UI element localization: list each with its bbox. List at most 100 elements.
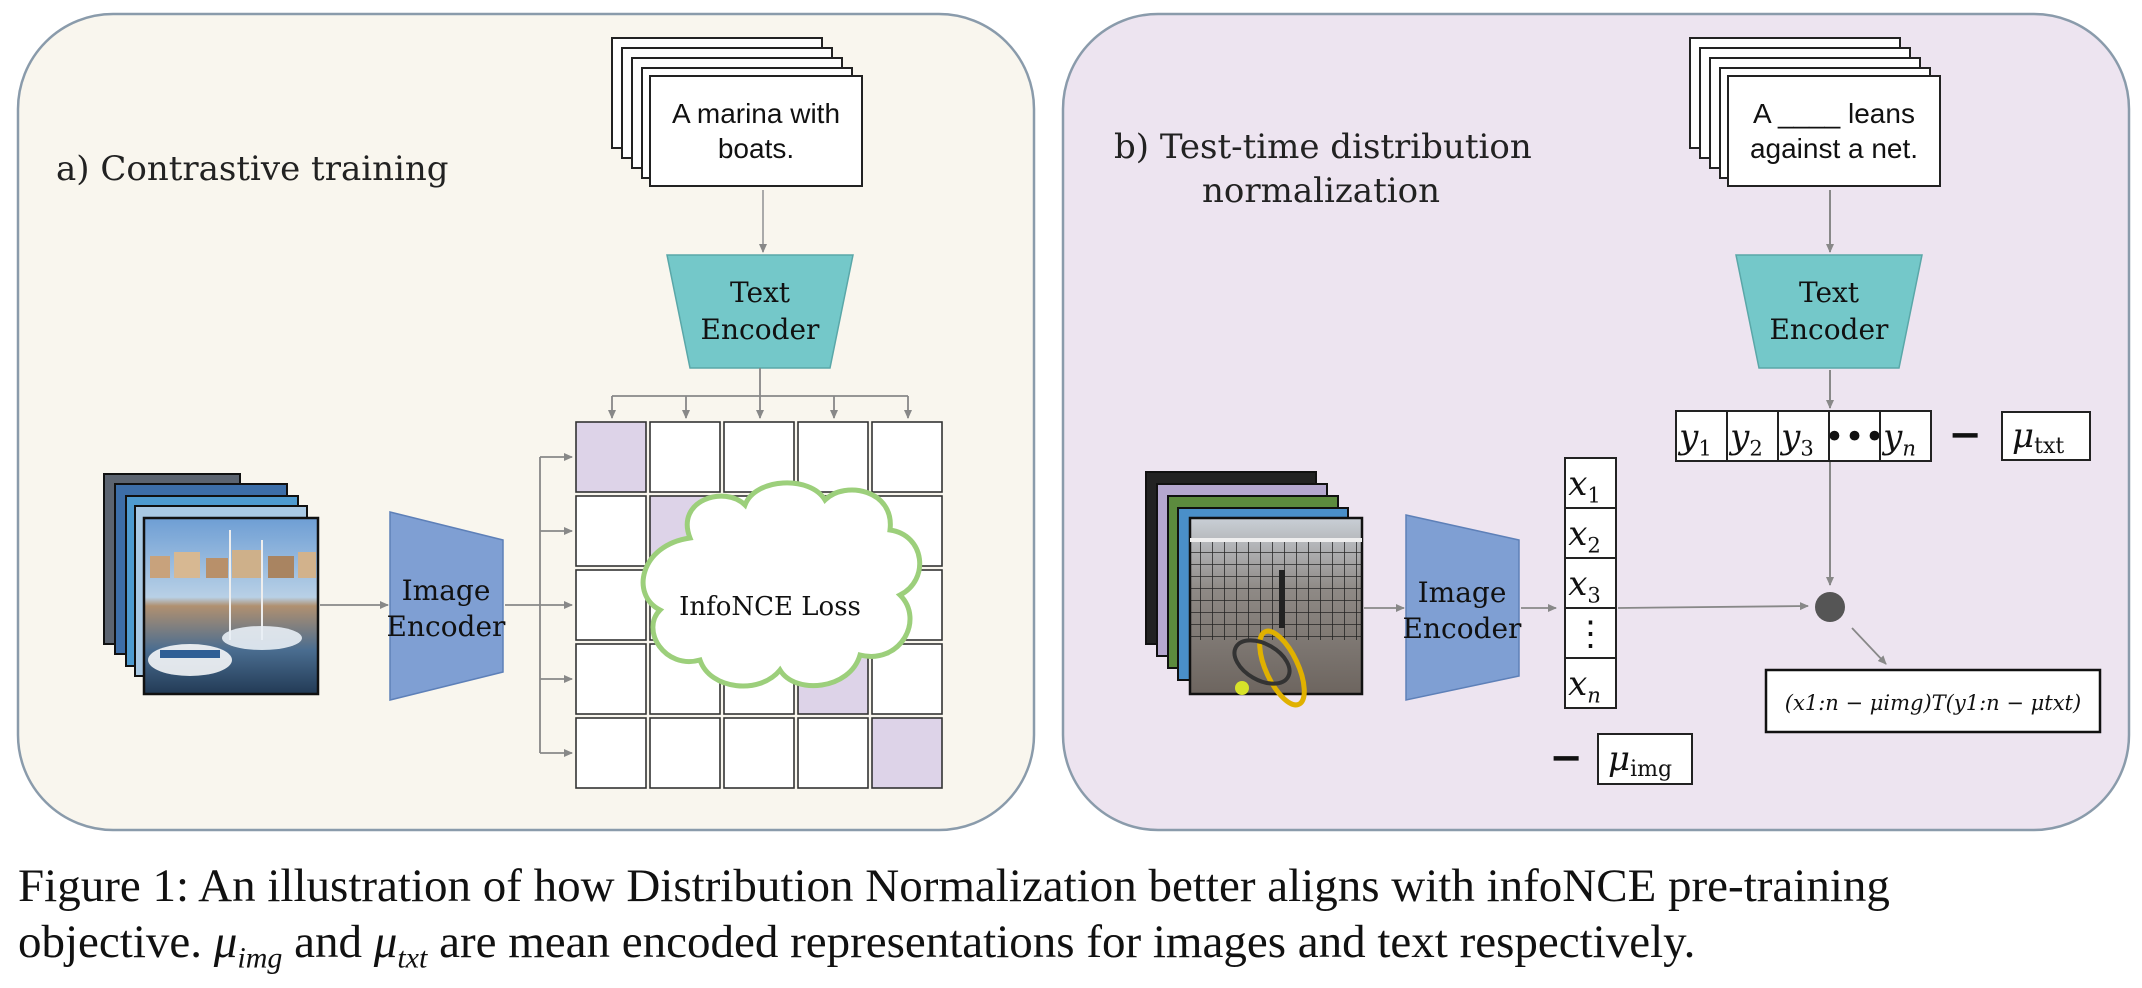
text-encoder-a-label-1: Text — [730, 276, 791, 309]
grid-cell — [871, 421, 943, 493]
grid-cell — [575, 569, 647, 641]
grid-cell — [649, 717, 721, 789]
mu-txt-symbol: μ — [2012, 416, 2034, 456]
vector-cell-label: x1 — [1568, 464, 1601, 507]
infonce-loss-label: InfoNCE Loss — [679, 592, 861, 622]
minus-sign-img: − — [1549, 734, 1583, 781]
vector-cell-label: ••• — [1824, 417, 1884, 457]
panel-a: a) Contrastive training A marina with bo… — [16, 12, 1036, 832]
vector-cell-label: y3 — [1779, 417, 1814, 460]
caption-mu-txt: μtxt — [373, 916, 428, 974]
vector-cell-label: x2 — [1568, 514, 1601, 557]
image-encoder-a-label-2: Encoder — [387, 610, 507, 643]
vector-cell — [1879, 410, 1932, 462]
vector-cell — [1564, 507, 1617, 559]
caption-line-1: Figure 1: An illustration of how Distrib… — [18, 860, 1890, 912]
mu-img-box: μimg — [1597, 733, 1693, 785]
image-stack-a — [103, 473, 320, 696]
panel-b: b) Test-time distribution normalization … — [1061, 12, 2131, 832]
text-fanout-arrows — [608, 368, 912, 419]
text-encoder-a-label-2: Encoder — [701, 313, 821, 346]
caption-line-2-and: and — [282, 916, 374, 968]
mu-img-symbol: μ — [1608, 739, 1630, 779]
arrow-x-to-dot — [1617, 602, 1809, 611]
figure-diagram: a) Contrastive training A marina with bo… — [16, 12, 2131, 832]
panel-b-title-line2: normalization — [1202, 171, 1440, 211]
vector-cell-subscript: 1 — [1587, 483, 1600, 508]
grid-cell — [575, 717, 647, 789]
text-card-stack-a: A marina with boats. — [611, 37, 863, 187]
text-encoder-b — [1735, 254, 1923, 369]
infonce-loss-cloud: InfoNCE Loss — [640, 480, 923, 689]
text-encoder-b-label-2: Encoder — [1770, 313, 1890, 346]
image-encoder-a-label-1: Image — [402, 574, 491, 607]
vector-cell-symbol: x — [1568, 664, 1587, 704]
vector-cell-label: yn — [1881, 417, 1916, 460]
vector-cell-symbol: y — [1881, 417, 1903, 457]
vector-cell — [1726, 410, 1779, 462]
grid-cell — [797, 717, 869, 789]
vector-cell-subscript: n — [1902, 436, 1916, 461]
panel-a-title: a) Contrastive training — [56, 149, 449, 189]
normalized-similarity-formula: (x1:n − μimg)T(y1:n − μtxt) — [1764, 668, 2102, 734]
minus-sign-txt: − — [1948, 411, 1982, 458]
dot-product-node — [1815, 592, 1845, 622]
image-encoder-b — [1405, 514, 1520, 701]
svg-text:μimg: μimg — [1608, 739, 1672, 782]
caption-mu-symbol-2: μ — [373, 916, 398, 968]
image-encoder-b-label-1: Image — [1418, 576, 1507, 609]
vector-cell — [1564, 557, 1617, 609]
vector-cell-label: ⋮ — [1574, 614, 1608, 654]
image-stack-b — [1145, 471, 1364, 708]
figure-caption: Figure 1: An illustration of how Distrib… — [18, 858, 2128, 986]
vector-cell-symbol: y — [1728, 417, 1750, 457]
vector-cell-symbol: ••• — [1824, 417, 1884, 457]
grid-cell-diagonal — [575, 421, 647, 493]
mu-txt-box: μtxt — [2001, 411, 2091, 461]
caption-mu-img: μimg — [213, 916, 283, 974]
vector-cell-subscript: 1 — [1698, 436, 1711, 461]
grid-cell — [575, 495, 647, 567]
caption-mu-txt-sub: txt — [397, 941, 428, 975]
vector-cell-subscript: 3 — [1587, 583, 1600, 608]
vector-cell-label: y1 — [1677, 417, 1712, 460]
caption-line-2-start: objective. — [18, 916, 214, 968]
text-encoder-a — [666, 254, 854, 369]
vector-cell-symbol: x — [1568, 464, 1587, 504]
vector-cell — [1564, 607, 1617, 659]
text-card-stack-b: A ____ leans against a net. — [1689, 37, 1941, 187]
vector-cell — [1828, 410, 1881, 462]
mu-txt-sub: txt — [2034, 434, 2064, 459]
grid-cell — [723, 421, 795, 493]
vector-cell-label: y2 — [1728, 417, 1763, 460]
vector-cell-label: xn — [1568, 664, 1601, 707]
vector-cell-symbol: ⋮ — [1574, 614, 1608, 654]
svg-text:μtxt: μtxt — [2012, 416, 2064, 459]
grid-cell — [723, 717, 795, 789]
text-card-line2: boats. — [718, 133, 794, 164]
text-card-b-line2: against a net. — [1750, 133, 1918, 164]
mu-img-sub: img — [1630, 757, 1672, 782]
panel-b-title-line1: b) Test-time distribution — [1114, 127, 1532, 167]
text-encoder-b-label-1: Text — [1799, 276, 1860, 309]
grid-cell-diagonal — [871, 717, 943, 789]
caption-mu-symbol-1: μ — [213, 916, 238, 968]
vector-cell-subscript: 3 — [1800, 436, 1813, 461]
vector-cell-symbol: x — [1568, 564, 1587, 604]
grid-cell — [649, 421, 721, 493]
image-encoder-b-label-2: Encoder — [1403, 612, 1523, 645]
text-card-b-line1: A ____ leans — [1753, 98, 1915, 129]
vector-cell-subscript: 2 — [1749, 436, 1762, 461]
text-card-line1: A marina with — [672, 98, 840, 129]
caption-line-2: objective. μimg and μtxt are mean encode… — [18, 914, 2128, 986]
vector-cell-label: x3 — [1568, 564, 1601, 607]
caption-line-2-end: are mean encoded representations for ima… — [427, 916, 1696, 968]
tennis-photo — [1188, 516, 1364, 708]
image-fanout-arrows — [505, 453, 573, 757]
vector-cell — [1564, 657, 1617, 709]
grid-cell — [575, 643, 647, 715]
vector-cell-subscript: 2 — [1587, 533, 1600, 558]
marina-photo — [142, 516, 320, 696]
